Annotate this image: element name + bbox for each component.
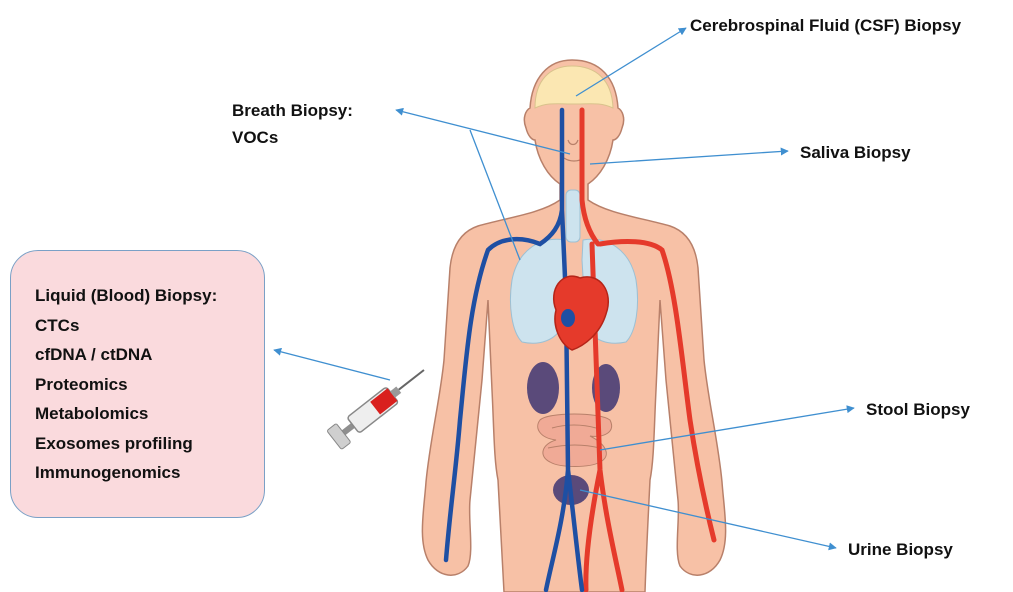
- heart-ventricle: [561, 309, 575, 327]
- arrow-csf: [576, 28, 686, 96]
- trachea: [566, 190, 580, 242]
- liquid-biopsy-item: Metabolomics: [35, 399, 264, 429]
- label-csf-biopsy: Cerebrospinal Fluid (CSF) Biopsy: [690, 13, 961, 38]
- liquid-biopsy-item: Proteomics: [35, 370, 264, 400]
- label-breath-vocs: VOCs: [232, 125, 278, 150]
- label-stool-biopsy: Stool Biopsy: [866, 397, 970, 422]
- liquid-biopsy-item: cfDNA / ctDNA: [35, 340, 264, 370]
- liquid-biopsy-item: CTCs: [35, 311, 264, 341]
- liquid-biopsy-item: Immunogenomics: [35, 458, 264, 488]
- liquid-biopsy-box: Liquid (Blood) Biopsy: CTCs cfDNA / ctDN…: [10, 250, 265, 518]
- liquid-biopsy-title: Liquid (Blood) Biopsy:: [35, 281, 264, 311]
- label-saliva-biopsy: Saliva Biopsy: [800, 140, 911, 165]
- left-kidney: [527, 362, 559, 414]
- label-breath-biopsy: Breath Biopsy:: [232, 98, 353, 123]
- label-urine-biopsy: Urine Biopsy: [848, 537, 953, 562]
- liquid-biopsy-item: Exosomes profiling: [35, 429, 264, 459]
- arrow-saliva: [590, 151, 788, 164]
- syringe-icon: [327, 361, 432, 450]
- arrow-blood: [274, 350, 390, 380]
